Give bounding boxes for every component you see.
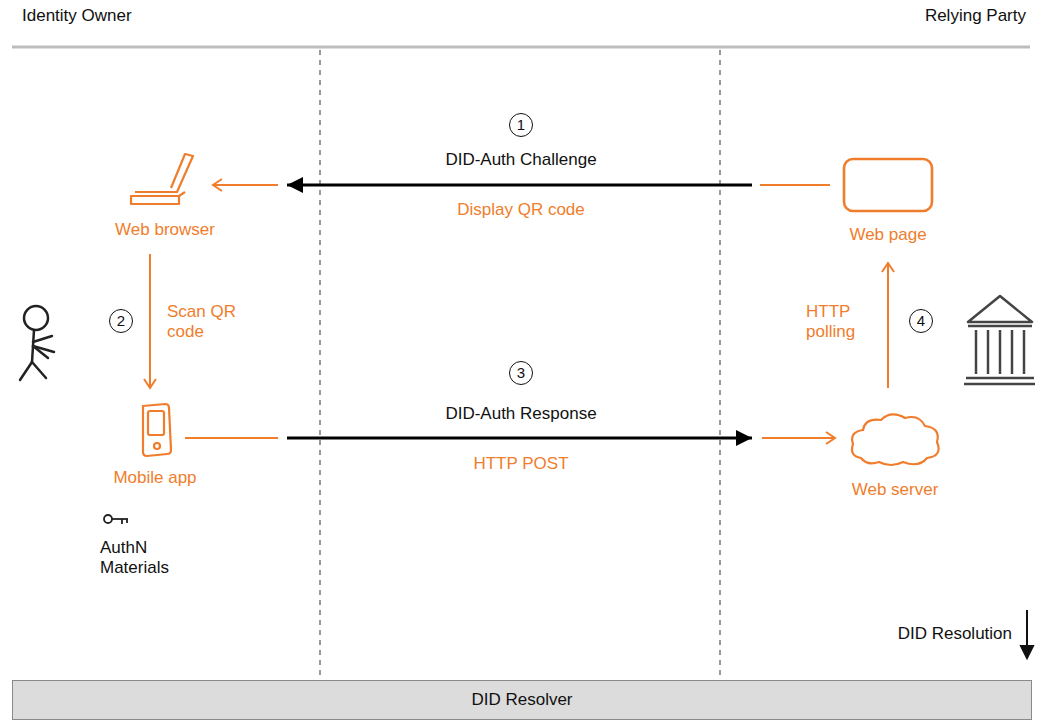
resolution-note: DID Resolution [898,624,1012,644]
web-server-cloud: Web server [826,410,964,500]
connector-line [762,437,835,439]
connector-line [287,184,752,187]
node-label: Web browser [91,220,239,240]
flow-connector [144,254,156,388]
callout-number: 3 [509,361,533,385]
zone-divider [319,50,321,680]
browser-icon: Web browser [91,152,239,240]
zone-divider [719,50,721,680]
edge-label: HTTP polling [806,302,868,342]
resolver-band: DID Resolver [12,680,1032,720]
arrow-head [826,432,835,444]
flow-connector [213,177,830,193]
arrow-head [736,430,752,446]
node-icon [127,152,203,210]
connector-line [213,184,278,186]
transport-note: Display QR code [457,200,585,220]
node-label: Mobile app [91,468,219,488]
transport-note: HTTP POST [473,454,568,474]
key-icon [104,515,128,524]
node-icon [845,410,945,470]
header-rule [12,46,1030,49]
edge-label: DID-Auth Challenge [445,150,596,170]
arrow-head [213,179,222,191]
callout-number: 2 [109,309,133,333]
web-page-box: Web page [824,155,952,245]
bank-building [964,296,1035,384]
node-icon [135,402,175,458]
callout-number: 1 [509,113,533,137]
connector-line [887,263,889,388]
connector-line [149,254,151,388]
flow-connector [185,430,835,446]
connector-line [185,437,278,439]
node-label: DID Resolver [471,690,572,710]
arrow-head [287,177,303,193]
connector-line [760,184,830,186]
flow-connector [882,263,894,388]
resolution-arrow [1021,610,1033,658]
column-heading: Relying Party [925,6,1026,26]
node-label: Web page [824,225,952,245]
arrow-head [882,263,894,272]
arrow-head [144,379,156,388]
callout-number: 4 [909,309,933,333]
column-heading: Identity Owner [22,6,132,26]
person-figure [20,306,54,380]
edge-label: DID-Auth Response [445,404,596,424]
node-label: Web server [826,480,964,500]
mobile-app-icon: Mobile app [91,402,219,488]
materials-note: AuthN Materials [100,538,188,578]
edge-label: Scan QR code [167,302,239,342]
node-icon [840,155,936,215]
connector-line [287,437,752,440]
